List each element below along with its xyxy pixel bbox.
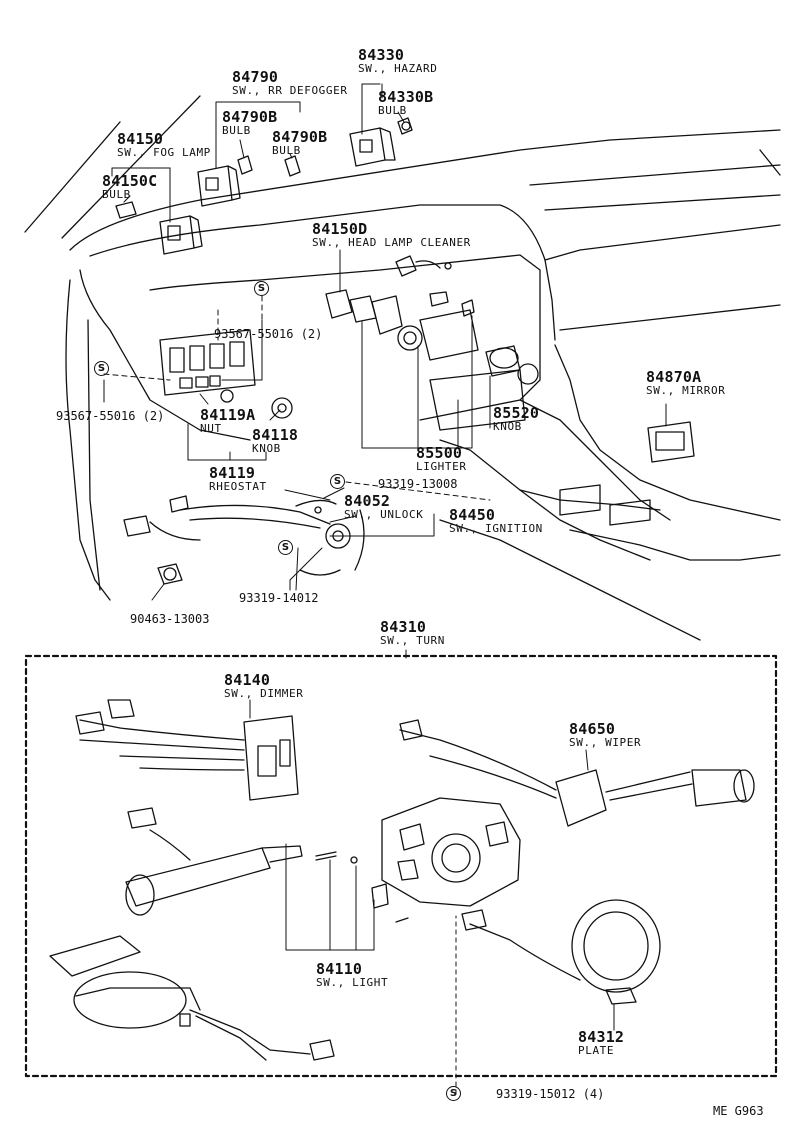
callout-description: SW., FOG LAMP — [117, 146, 211, 159]
s-symbol-icon: S — [278, 540, 293, 555]
hardware-code: 93319-13008 — [378, 477, 458, 491]
s-symbol-icon: S — [94, 361, 109, 376]
callout-description: SW., HAZARD — [358, 62, 438, 75]
callout-description: SW., DIMMER — [224, 687, 304, 700]
callout-part-number: 84119 — [209, 464, 256, 482]
callout-description: BULB — [222, 124, 251, 137]
callout-description: BULB — [378, 104, 407, 117]
callout-description: PLATE — [578, 1044, 615, 1057]
wiper-switch-part — [399, 719, 755, 827]
hardware-code: 93319-15012 (4) — [496, 1087, 605, 1101]
light-switch-part — [125, 807, 409, 923]
callout-part-number: 84330B — [378, 88, 434, 106]
callout-description: RHEOSTAT — [209, 480, 267, 493]
rheostat-knob-part — [271, 397, 293, 419]
combination-switch-part — [49, 935, 335, 1061]
ignition-switch-part — [123, 495, 365, 576]
s-symbol-icon: S — [254, 281, 269, 296]
clip-part — [157, 563, 183, 585]
callout-part-number: 84150D — [312, 220, 368, 238]
callout-part-number: 84052 — [344, 492, 391, 510]
hardware-code: 93567-55016 (2) — [214, 327, 323, 341]
callout-part-number: 85520 — [493, 404, 540, 422]
lighter-knob-part — [485, 345, 539, 385]
callout-part-number: 84312 — [578, 1028, 625, 1046]
fog-lamp-bulb-part — [115, 201, 137, 219]
turn-switch-housing-part — [381, 797, 521, 907]
s-symbol-icon: S — [446, 1086, 461, 1101]
callout-part-number: 84140 — [224, 671, 271, 689]
hazard-bulb-part — [397, 117, 413, 135]
callout-part-number: 84450 — [449, 506, 496, 524]
callout-part-number: 85500 — [416, 444, 463, 462]
s-symbol-icon: S — [330, 474, 345, 489]
callout-part-number: 84150C — [102, 172, 158, 190]
callout-part-number: 84118 — [252, 426, 299, 444]
callout-description: SW., TURN — [380, 634, 446, 647]
callout-part-number: 84790B — [272, 128, 328, 146]
defogger-bulb-parts — [237, 155, 301, 177]
callout-part-number: 84119A — [200, 406, 256, 424]
callout-description: SW., RR DEFOGGER — [232, 84, 348, 97]
hardware-code: 93319-14012 — [239, 591, 319, 605]
callout-part-number: 84870A — [646, 368, 702, 386]
callout-part-number: 84790 — [232, 68, 279, 86]
hardware-code: 90463-13003 — [130, 612, 210, 626]
callout-description: SW., HEAD LAMP CLEANER — [312, 236, 471, 249]
callout-description: SW., UNLOCK — [344, 508, 424, 521]
mirror-switch-part — [647, 421, 695, 463]
hazard-switch-part — [349, 127, 396, 167]
head-lamp-cleaner-parts — [325, 255, 475, 351]
callout-part-number: 84790B — [222, 108, 278, 126]
defogger-switch-part — [197, 165, 241, 207]
leader-lines — [103, 83, 667, 1095]
dashboard-outline — [24, 95, 781, 641]
callout-description: SW., LIGHT — [316, 976, 389, 989]
switch-panel — [159, 309, 526, 431]
plate-part — [461, 899, 661, 1005]
callout-description: KNOB — [493, 420, 522, 433]
callout-description: SW., WIPER — [569, 736, 642, 749]
callout-description: KNOB — [252, 442, 281, 455]
callout-description: BULB — [102, 188, 131, 201]
callout-part-number: 84310 — [380, 618, 427, 636]
callout-part-number: 84650 — [569, 720, 616, 738]
callout-part-number: 84110 — [316, 960, 363, 978]
dimmer-switch-part — [75, 699, 299, 801]
turn-switch-assembly-frame — [24, 654, 778, 1078]
callout-description: SW., IGNITION — [449, 522, 543, 535]
callout-description: SW., MIRROR — [646, 384, 726, 397]
fog-lamp-switch-part — [159, 215, 203, 255]
hardware-code: 93567-55016 (2) — [56, 409, 165, 423]
callout-description: LIGHTER — [416, 460, 467, 473]
callout-part-number: 84330 — [358, 46, 405, 64]
figure-code: ME G963 — [713, 1104, 764, 1118]
callout-part-number: 84150 — [117, 130, 164, 148]
callout-description: BULB — [272, 144, 301, 157]
callout-description: NUT — [200, 422, 222, 435]
